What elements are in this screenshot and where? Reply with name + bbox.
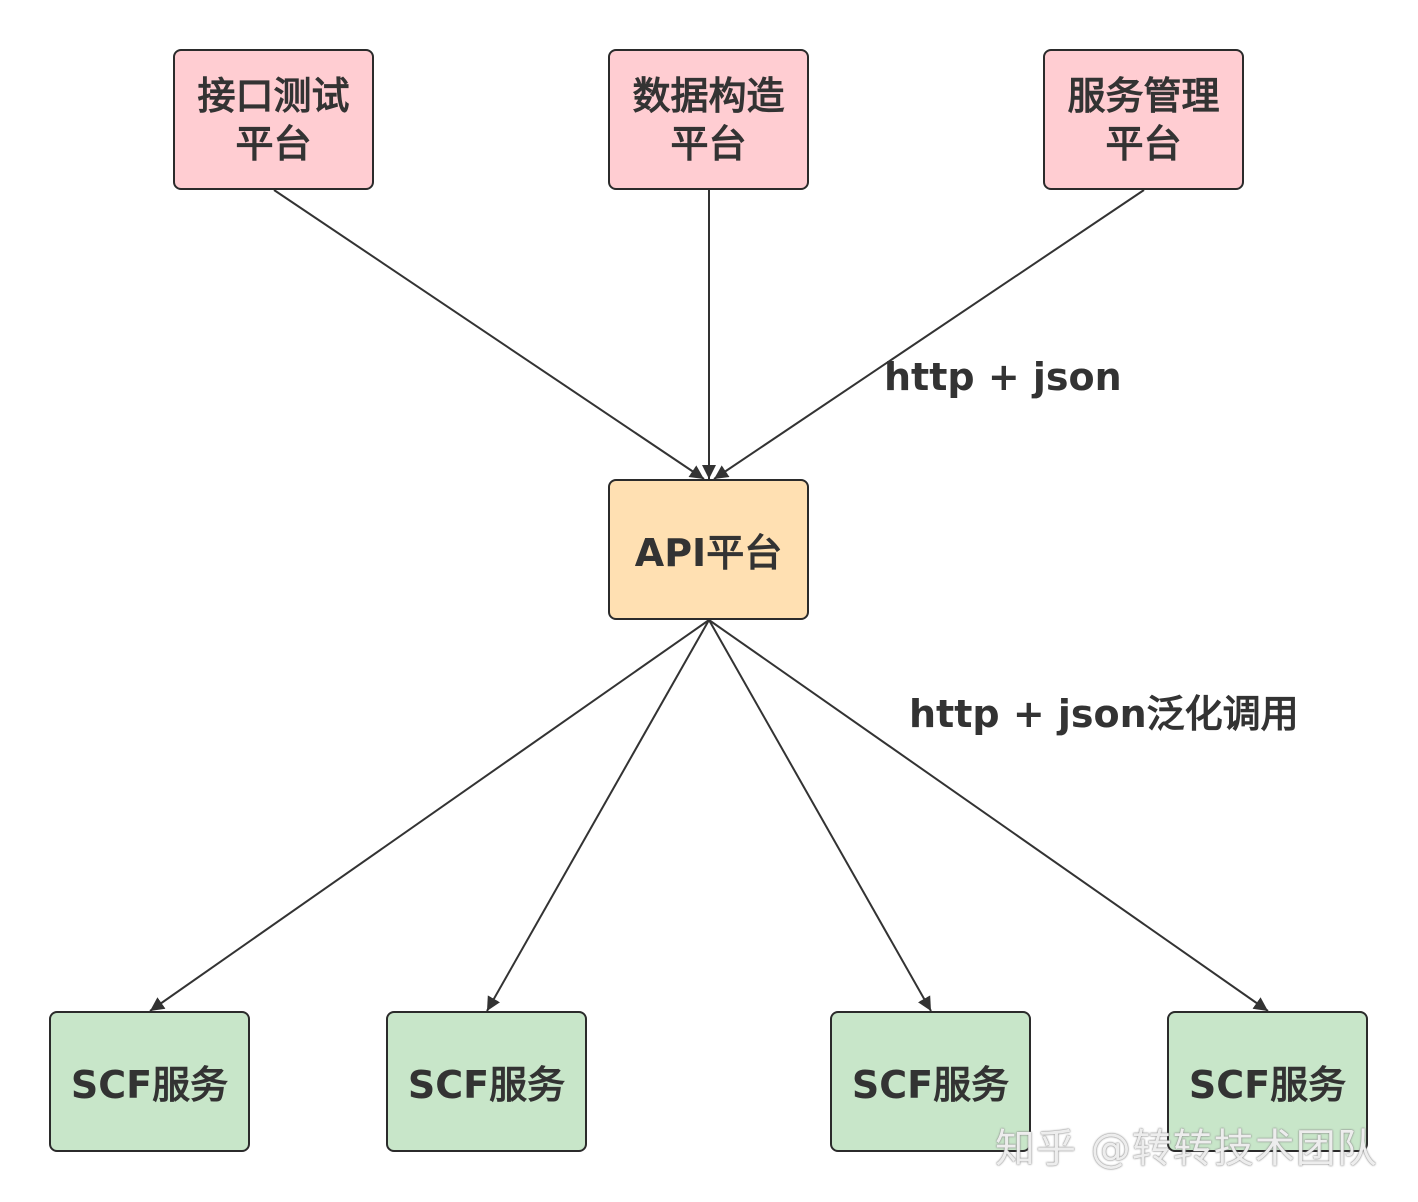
node-label: SCF服务: [1188, 1063, 1347, 1107]
node-scf-service-3[interactable]: SCF服务: [830, 1011, 1031, 1152]
node-label-line1: 接口测试: [197, 73, 350, 118]
edge-api-to-scf-4: [708, 619, 1269, 1012]
node-api-platform[interactable]: API平台: [608, 479, 809, 620]
node-label-line1: 数据构造: [632, 73, 785, 118]
edge-api-to-scf-1: [149, 619, 710, 1012]
node-label: SCF服务: [407, 1063, 566, 1107]
edge-interface-test-to-api: [273, 189, 705, 480]
node-label-line2: 平台: [1105, 121, 1182, 166]
node-interface-test-platform[interactable]: 接口测试 平台: [173, 49, 374, 190]
node-label: SCF服务: [70, 1063, 229, 1107]
node-label-line2: 平台: [235, 121, 312, 166]
node-service-manage-platform[interactable]: 服务管理 平台: [1043, 49, 1244, 190]
node-scf-service-4[interactable]: SCF服务: [1167, 1011, 1368, 1152]
edge-api-to-scf-3: [708, 619, 932, 1012]
node-scf-service-1[interactable]: SCF服务: [49, 1011, 250, 1152]
edge-service-manage-to-api: [713, 189, 1145, 480]
edge-label-upper: http + json: [884, 355, 1122, 399]
node-label: SCF服务: [851, 1063, 1010, 1107]
edge-api-to-scf-2: [486, 619, 710, 1012]
node-label-line1: 服务管理: [1067, 73, 1220, 118]
watermark: 知乎 @转转技术团队: [995, 1126, 1378, 1172]
edge-label-lower: http + json泛化调用: [909, 692, 1299, 736]
node-label-line2: 平台: [670, 121, 747, 166]
node-data-construct-platform[interactable]: 数据构造 平台: [608, 49, 809, 190]
node-scf-service-2[interactable]: SCF服务: [386, 1011, 587, 1152]
node-label: API平台: [634, 531, 783, 575]
